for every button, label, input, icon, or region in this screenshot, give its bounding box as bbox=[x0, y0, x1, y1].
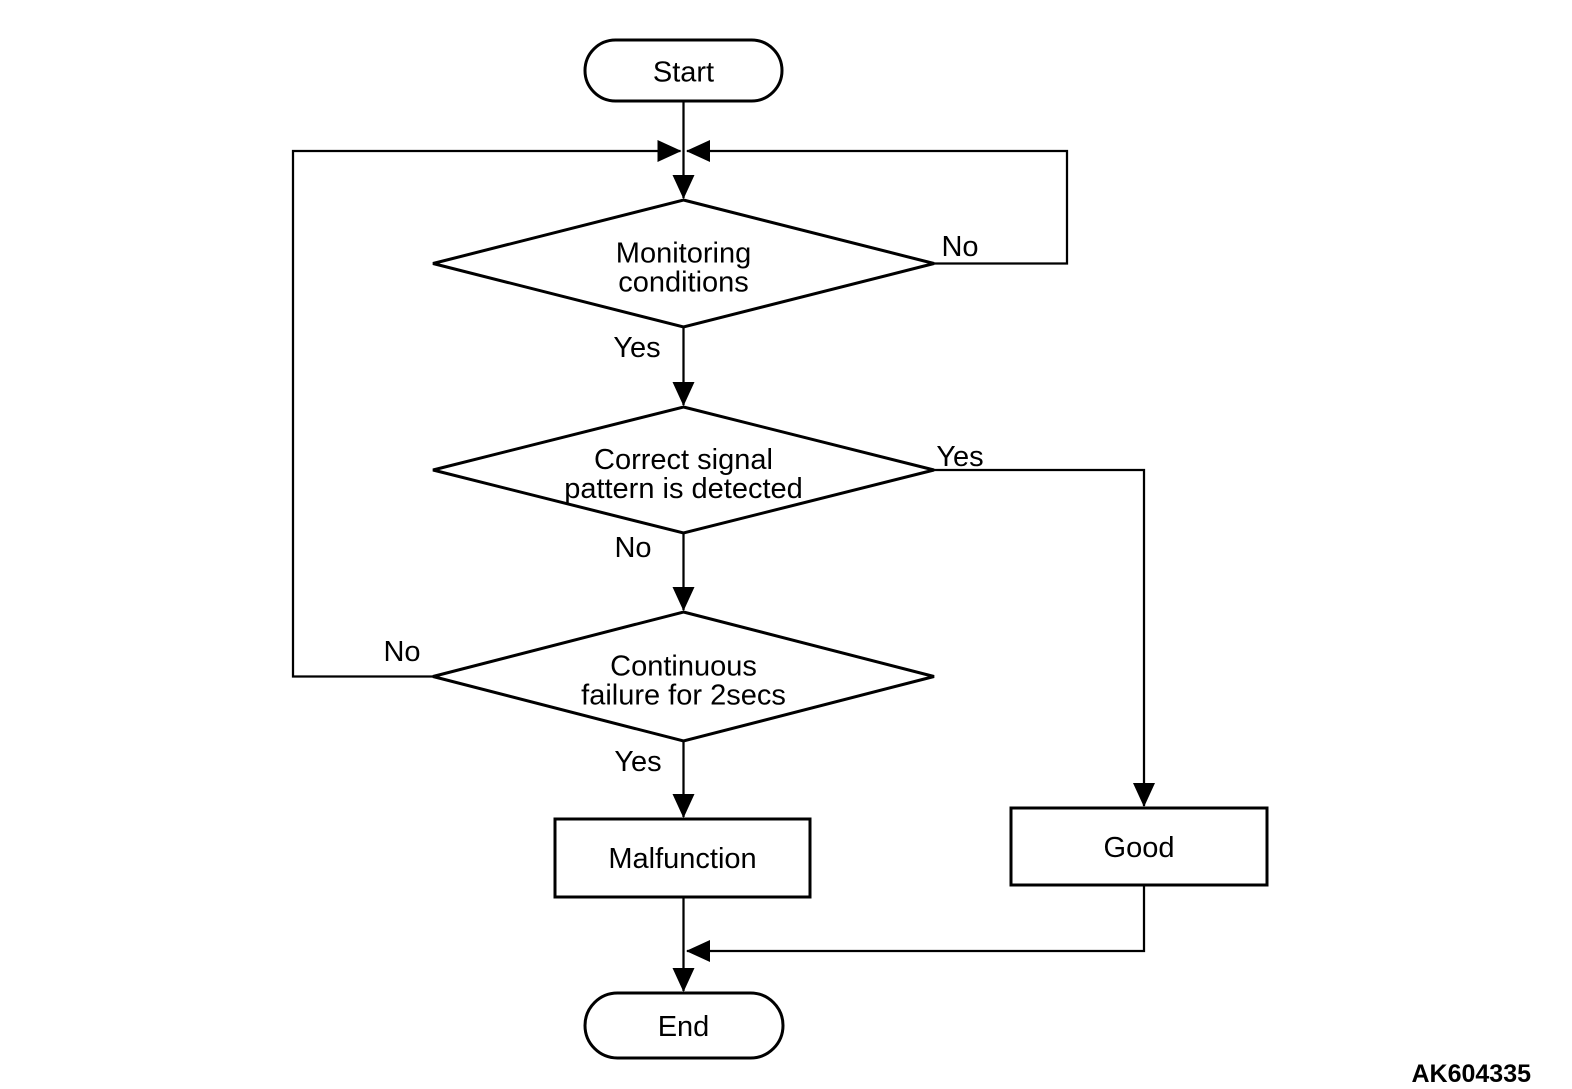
good-process-shape bbox=[1009, 806, 1269, 887]
node-correct-signal: Correct signal pattern is detected bbox=[432, 405, 935, 535]
node-good: Good bbox=[1009, 806, 1269, 887]
edge-label-continuous-no: No bbox=[383, 636, 420, 668]
edge-label-signal-no: No bbox=[614, 532, 651, 564]
signal-decision-shape bbox=[432, 405, 935, 535]
end-label: End bbox=[658, 1011, 710, 1043]
continuous-decision-shape bbox=[432, 610, 935, 743]
start-terminator-shape bbox=[583, 38, 784, 103]
edge-label-monitoring-yes: Yes bbox=[613, 332, 660, 364]
edge-signal-yes bbox=[934, 468, 1155, 807]
edge-monitoring-no-loop bbox=[686, 140, 1069, 265]
signal-label-line2: pattern is detected bbox=[564, 473, 803, 505]
malfunction-label: Malfunction bbox=[608, 843, 756, 875]
node-monitoring-conditions: Monitoring conditions bbox=[432, 198, 935, 329]
start-label: Start bbox=[653, 57, 714, 89]
continuous-label-line2: failure for 2secs bbox=[581, 680, 786, 712]
node-end: End bbox=[583, 991, 785, 1060]
edge-good-to-end bbox=[686, 885, 1146, 962]
edge-label-signal-yes: Yes bbox=[936, 441, 983, 473]
good-label: Good bbox=[1104, 832, 1175, 864]
malfunction-process-shape bbox=[553, 817, 812, 899]
monitoring-label-line2: conditions bbox=[618, 267, 749, 299]
continuous-label-line1: Continuous bbox=[610, 651, 757, 683]
edge-continuous-no-loop bbox=[291, 140, 682, 678]
monitoring-decision-shape bbox=[432, 198, 935, 329]
edge-label-continuous-yes: Yes bbox=[614, 746, 661, 778]
monitoring-label-line1: Monitoring bbox=[616, 238, 751, 270]
end-terminator-shape bbox=[583, 991, 785, 1060]
signal-label-line1: Correct signal bbox=[594, 444, 773, 476]
node-malfunction: Malfunction bbox=[553, 817, 812, 899]
figure-code: AK604335 bbox=[1411, 1060, 1531, 1088]
node-start: Start bbox=[583, 38, 784, 103]
node-continuous-failure: Continuous failure for 2secs bbox=[432, 610, 935, 743]
edge-label-monitoring-no: No bbox=[941, 231, 978, 263]
